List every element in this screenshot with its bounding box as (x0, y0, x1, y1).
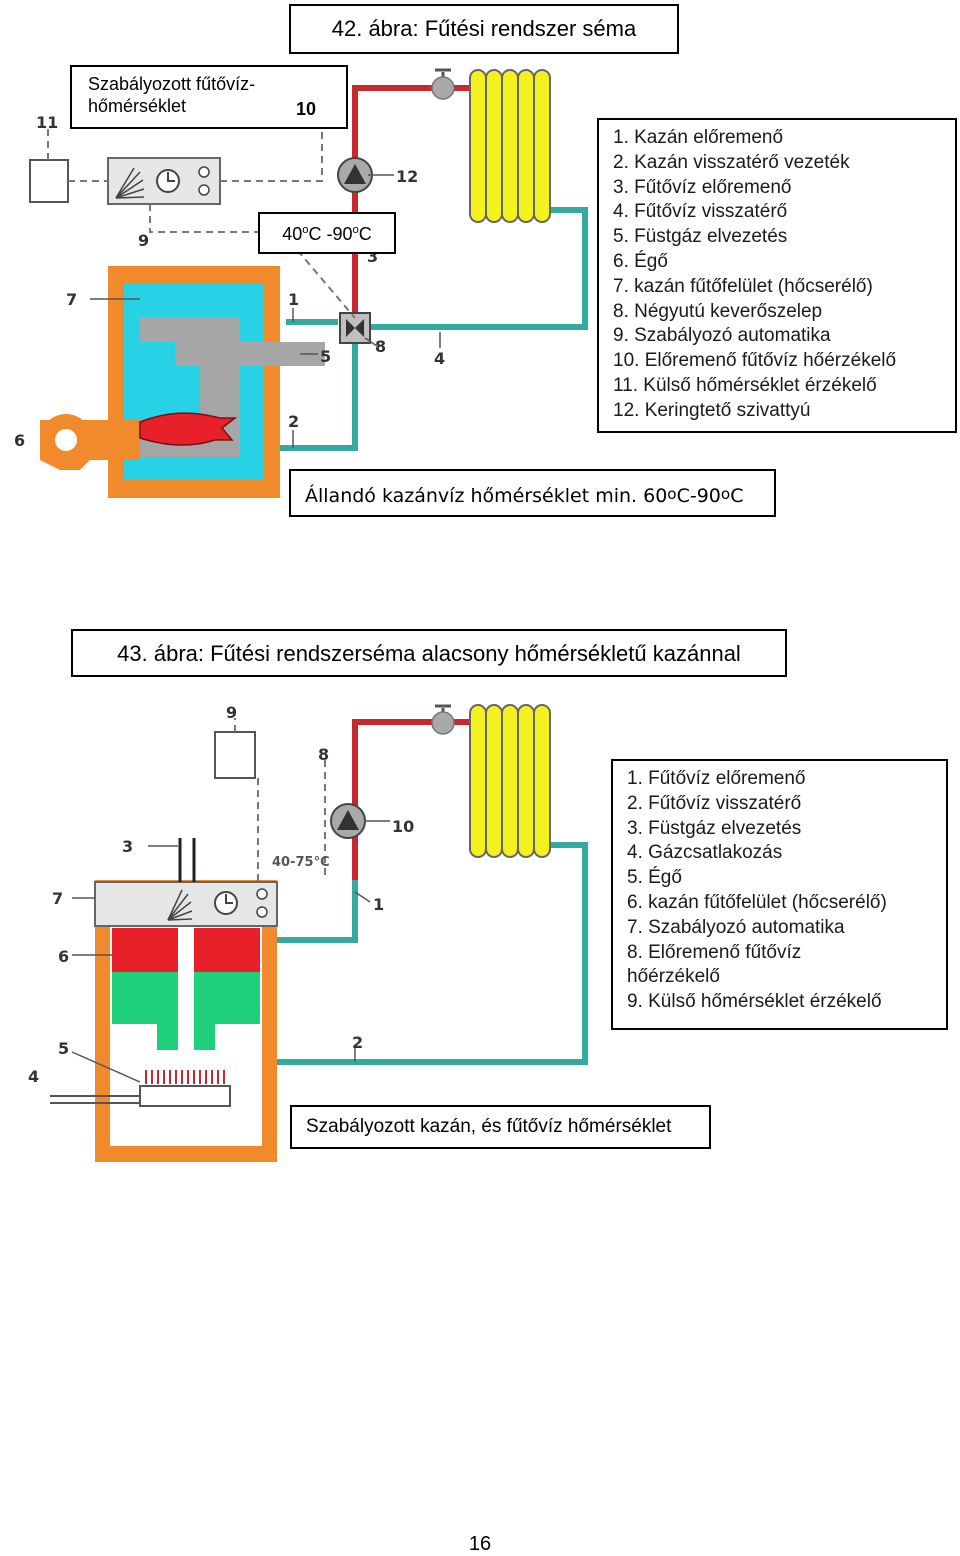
fig42-supply-pipe (352, 85, 470, 318)
fig43-num-4: 4 (28, 1067, 39, 1086)
fig42-num-9: 9 (138, 231, 149, 250)
legend-item: 9. Külső hőmérséklet érzékelő (627, 991, 882, 1013)
fig42-caption-pre: Állandó kazánvíz hőmérséklet min. 60 (305, 485, 668, 507)
fig43-num-2: 2 (352, 1033, 363, 1052)
fig42-num-11: 11 (36, 113, 58, 132)
degree-sup-4: o (720, 485, 731, 503)
fig43-num-7: 7 (52, 889, 63, 908)
fig43-flow-pipe (240, 842, 588, 1065)
fig42-number-labels: 1 2 3 4 5 6 7 8 9 11 12 (14, 113, 445, 450)
legend-item: 7. kazán fűtőfelület (hőcserélő) (613, 275, 873, 297)
fig42-num-8: 8 (375, 337, 386, 356)
legend-item: 6. Égő (613, 250, 668, 272)
fig42-num-4: 4 (434, 349, 445, 368)
fig43-artwork: 1 2 3 4 5 6 7 8 9 10 40-75°C (28, 703, 588, 1162)
fig42-title-text: 42. ábra: Fűtési rendszer séma (331, 16, 637, 41)
fig42-range-value: 40 (282, 224, 303, 244)
fig42-caption: Állandó kazánvíz hőmérséklet min. 60oC-9… (289, 469, 776, 517)
fig43-control-lines (234, 718, 326, 882)
fig43-caption-text: Szabályozott kazán, és fűtővíz hőmérsékl… (306, 1116, 672, 1137)
fig43-supply-pipe (352, 719, 470, 880)
fig42-range-end: C (358, 224, 372, 244)
fig42-num-7: 7 (66, 290, 77, 309)
fig43-num-10: 10 (392, 817, 414, 836)
fig43-num-1: 1 (373, 895, 384, 914)
fig42-num-6: 6 (14, 431, 25, 450)
fig43-title-text: 43. ábra: Fűtési rendszerséma alacsony h… (117, 641, 741, 666)
legend-item: 5. Égő (627, 867, 682, 889)
legend-item: 10. Előremenő fűtővíz hőérzékelő (613, 350, 897, 372)
fig43-num-8: 8 (318, 745, 329, 764)
legend-item: 1. Kazán előremenő (613, 127, 784, 148)
fig43-num-3: 3 (122, 837, 133, 856)
fig43-outdoor-sensor (214, 731, 256, 779)
fig42-caption-mid: C-90 (676, 485, 721, 507)
fig43-title: 43. ábra: Fűtési rendszerséma alacsony h… (71, 629, 787, 677)
fig42-num-2: 2 (288, 412, 299, 431)
legend-item: 8. Előremenő fűtővíz hőérzékelő (627, 941, 802, 988)
fig42-circulation-pump (337, 157, 373, 193)
fig43-flue (178, 838, 196, 882)
legend-item: 3. Füstgáz elvezetés (627, 817, 802, 839)
fig42-radiator (469, 69, 551, 223)
legend-item: 7. Szabályozó automatika (627, 916, 845, 938)
fig42-regulated-temp-box: Szabályozott fűtővíz-hőmérséklet 10 (70, 65, 348, 129)
legend-item: 4. Gázcsatlakozás (627, 842, 783, 864)
fig43-heat-exchanger (112, 928, 260, 1050)
fig42-num-1: 1 (288, 290, 299, 309)
fig42-regulated-temp-num: 10 (296, 99, 317, 119)
fig42-radiator-valve (431, 68, 455, 100)
degree-sup-3: o (667, 485, 677, 503)
fig43-num-6: 6 (58, 947, 69, 966)
fig43-radiator-valve (431, 704, 455, 735)
legend-item: 2. Kazán visszatérő vezeték (613, 151, 850, 173)
fig43-radiator (469, 704, 551, 858)
fig43-controller (94, 881, 278, 927)
fig43-caption: Szabályozott kazán, és fűtővíz hőmérsékl… (290, 1105, 711, 1149)
fig43-temp-label: 40-75°C (272, 855, 330, 870)
fig42-controller (107, 157, 221, 205)
fig42-num-3: 3 (367, 247, 378, 266)
legend-item: 11. Külső hőmérséklet érzékelő (613, 374, 877, 396)
legend-item: 1. Fűtővíz előremenő (627, 768, 806, 789)
fig42-num-12: 12 (396, 167, 418, 186)
page-number: 16 (468, 1533, 492, 1555)
legend-item: 4. Fűtővíz visszatérő (613, 201, 788, 223)
legend-item: 3. Fűtővíz előremenő (613, 176, 792, 198)
legend-item: 2. Fűtővíz visszatérő (627, 792, 802, 814)
legend-item: 9. Szabályozó automatika (613, 325, 831, 347)
legend-item: 8. Négyutú keverőszelep (613, 300, 823, 322)
fig42-range-box: 40oC -90oC (258, 212, 396, 254)
legend-item: 12. Keringtető szivattyú (613, 399, 811, 421)
fig42-flame (139, 412, 238, 446)
fig42-outdoor-sensor (29, 159, 69, 203)
fig42-leader-lines (90, 174, 441, 448)
fig42-regulated-temp-label: Szabályozott fűtővíz-hőmérséklet (88, 74, 256, 116)
legend-item: 6. kazán fűtőfelület (hőcserélő) (627, 891, 887, 913)
fig42-artwork: 1 2 3 4 5 6 7 8 9 11 12 (14, 68, 588, 498)
fig42-num-5: 5 (320, 347, 331, 366)
degree-sup-1: o (302, 224, 309, 236)
degree-sup-2: o (352, 224, 359, 236)
fig42-caption-end: C (730, 485, 744, 507)
fig42-burner (40, 414, 140, 470)
fig43-num-9: 9 (226, 703, 237, 722)
fig42-title: 42. ábra: Fűtési rendszer séma (289, 4, 679, 54)
fig43-burner (50, 1070, 231, 1107)
legend-item: 5. Füstgáz elvezetés (613, 226, 788, 248)
fig43-legend: 1. Fűtővíz előremenő 2. Fűtővíz visszaté… (611, 759, 948, 1030)
fig43-number-labels: 1 2 3 4 5 6 7 8 9 10 40-75°C (28, 703, 414, 1086)
fig43-circulation-pump (330, 803, 366, 839)
fig42-range-mid: C -90 (308, 224, 353, 244)
fig43-num-5: 5 (58, 1039, 69, 1058)
fig42-legend: 1. Kazán előremenő 2. Kazán visszatérő v… (597, 118, 957, 433)
fig43-leader-lines (71, 820, 390, 1083)
